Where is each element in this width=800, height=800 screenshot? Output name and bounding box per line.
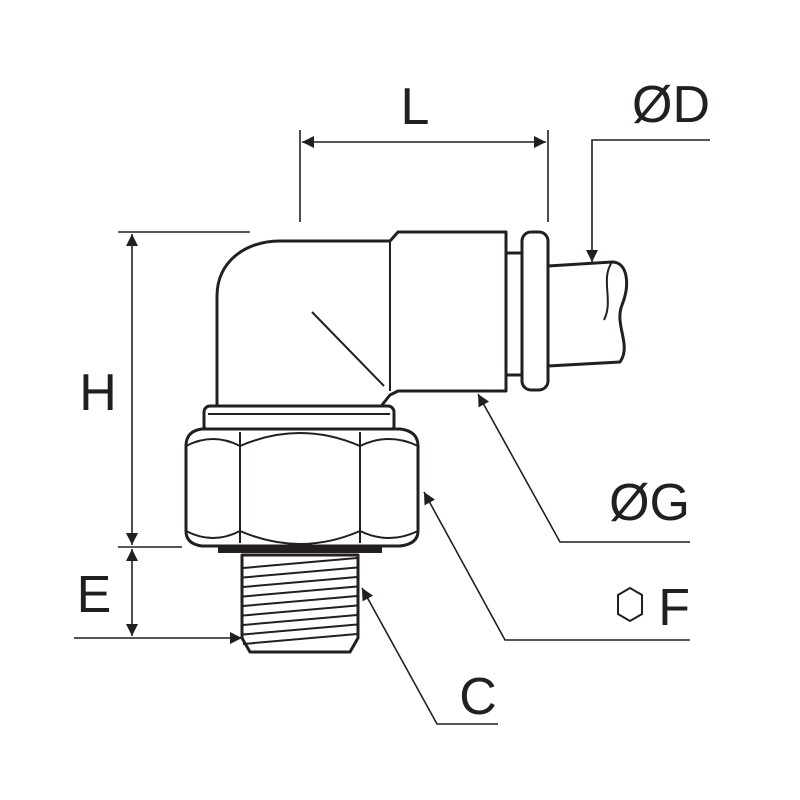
thread-line — [242, 595, 358, 607]
thread-line — [242, 566, 358, 579]
label-e: E — [77, 566, 112, 624]
leader-f: F — [423, 491, 690, 641]
tube — [546, 260, 629, 368]
leader-g: ØG — [477, 393, 690, 543]
thread-line — [242, 614, 358, 626]
thread-line — [242, 633, 358, 645]
thread-line — [242, 557, 358, 569]
leader-c: C — [361, 587, 498, 726]
release-collet — [504, 230, 550, 392]
dimension-e: E — [74, 549, 242, 644]
elbow-body — [215, 230, 508, 414]
label-f: F — [658, 579, 690, 637]
hexagon-icon — [617, 586, 643, 623]
dimension-l: L — [299, 78, 549, 222]
dimension-h: H — [79, 231, 250, 548]
label-g: ØG — [609, 474, 690, 532]
thread-line — [242, 585, 358, 598]
sealing-washer — [218, 545, 382, 553]
label-h: H — [79, 364, 117, 422]
dimension-d: ØD — [586, 76, 710, 262]
hex-nut — [184, 427, 420, 548]
threaded-stem — [240, 553, 360, 654]
thread-line — [242, 604, 358, 617]
label-c: C — [459, 668, 497, 726]
label-l: L — [401, 78, 430, 136]
label-d: ØD — [632, 76, 710, 134]
thread-line — [242, 623, 358, 636]
thread-line — [242, 576, 358, 588]
